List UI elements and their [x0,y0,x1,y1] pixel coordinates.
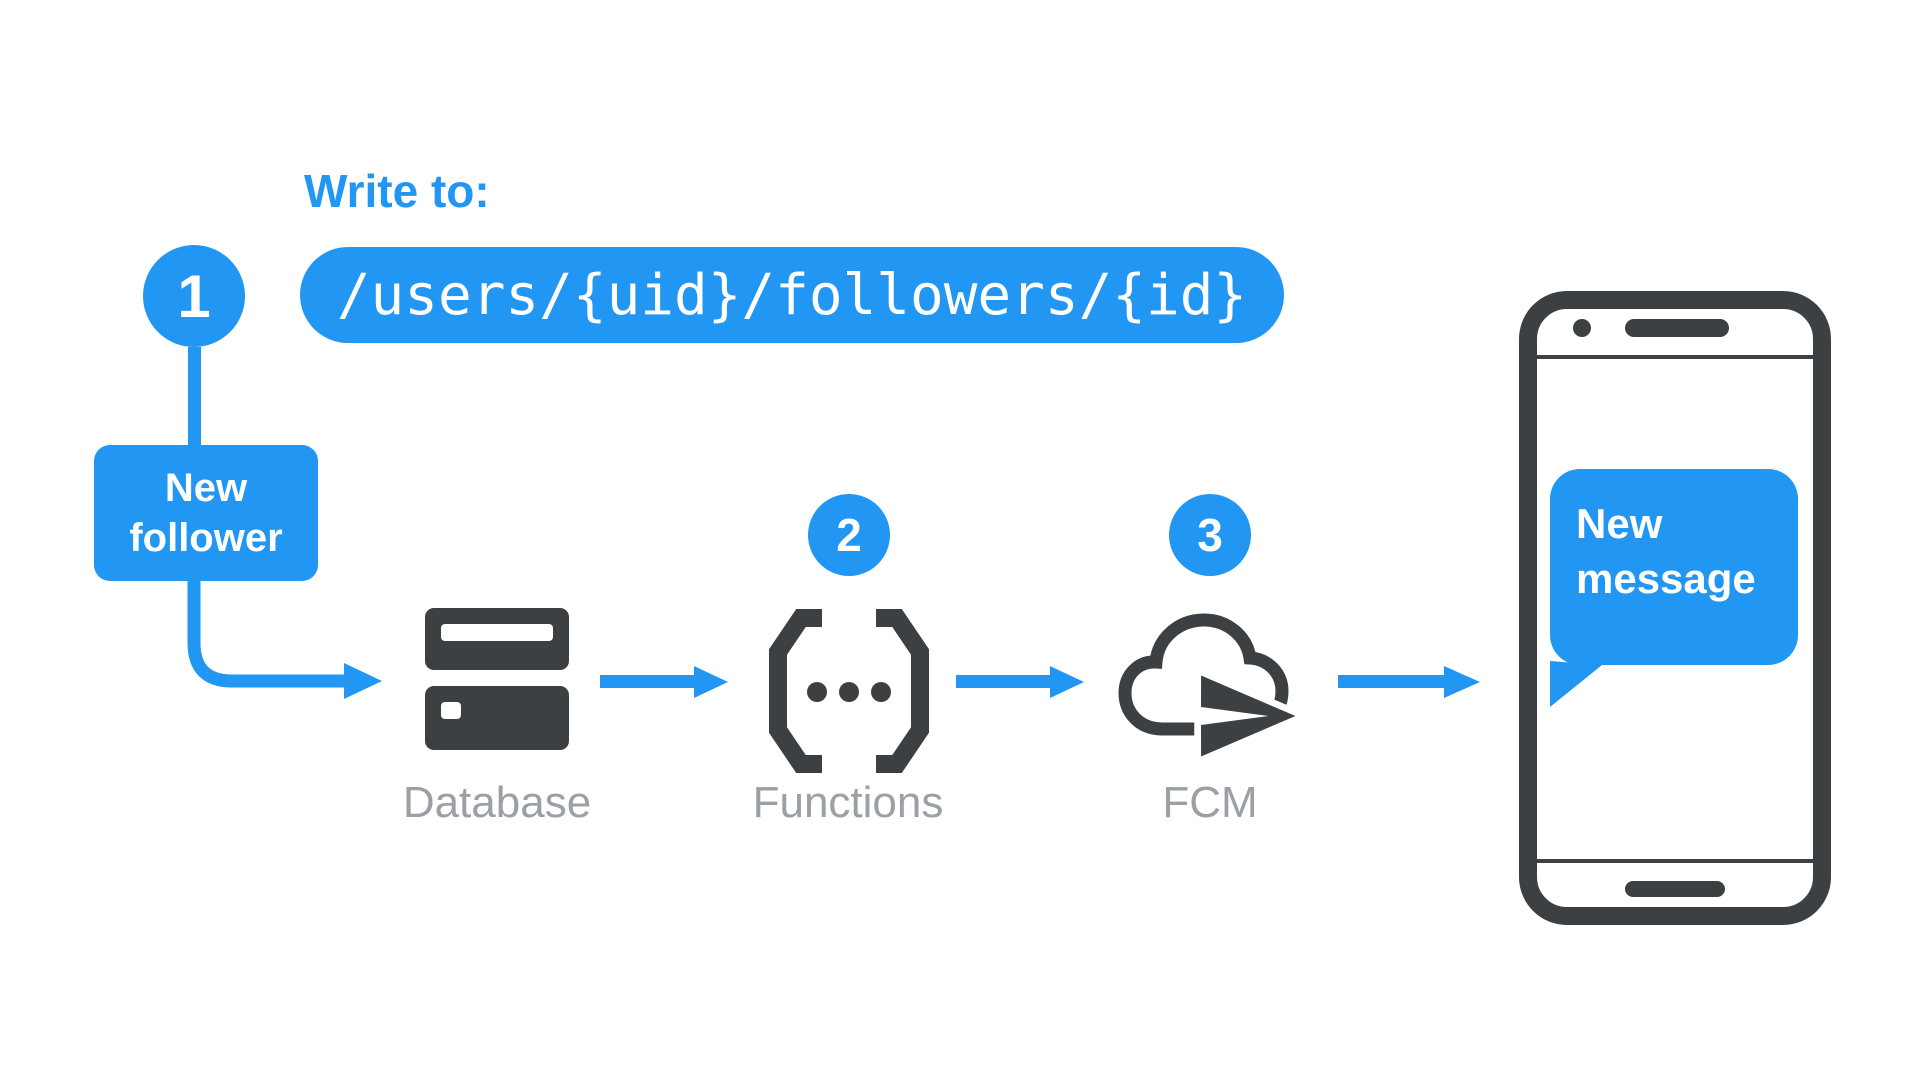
step-2-badge: 2 [808,494,890,576]
phone-frame: New message [1519,291,1831,925]
functions-label: Functions [752,778,944,827]
database-icon [425,608,569,750]
write-to-label: Write to: [304,165,490,217]
curved-arrow-icon [187,581,382,699]
functions-icon [769,609,929,773]
fcm-label: FCM [1162,778,1258,827]
new-follower-box: New follower [94,445,318,581]
arrow-right-icon [956,666,1084,698]
speaker-icon [1625,319,1729,337]
new-message-label: New message [1576,500,1756,602]
chat-bubble-tail [1550,661,1602,707]
step-3-badge: 3 [1169,494,1251,576]
home-bar-icon [1625,881,1725,897]
chat-bubble: New message [1550,469,1798,665]
screen-bottom-edge [1537,859,1813,863]
camera-dot-icon [1573,319,1591,337]
paper-plane-icon [1194,665,1313,767]
database-label: Database [402,778,592,827]
new-follower-label: New follower [129,466,283,560]
database-path-pill: /users/{uid}/followers/{id} [300,247,1284,343]
arrow-right-icon [600,666,728,698]
step1-connector-line [188,347,201,447]
step-1-badge: 1 [143,245,245,347]
database-path-text: /users/{uid}/followers/{id} [336,262,1248,328]
fcm-cloud-icon [1118,613,1313,767]
screen-top-edge [1537,355,1813,359]
arrow-right-icon [1338,666,1480,698]
